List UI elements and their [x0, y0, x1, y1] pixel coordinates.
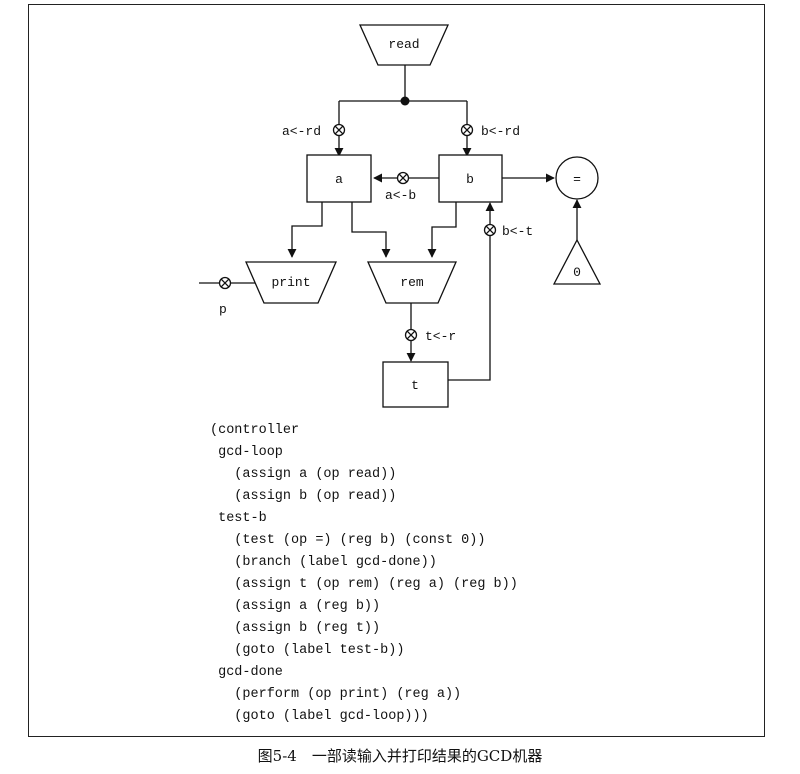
code-line: (goto (label gcd-loop))): [210, 709, 429, 724]
register-b: [438, 154, 503, 203]
button-t-r-label: t<-r: [425, 329, 456, 344]
code-line: (assign b (reg t)): [210, 621, 381, 636]
rem-operation: [367, 261, 457, 304]
read-operation: [358, 24, 450, 66]
code-line: (assign a (op read)): [210, 467, 397, 482]
button-b-t-icon: [483, 223, 497, 237]
controller-code: (controller gcd-loop (assign a (op read)…: [210, 420, 518, 728]
register-t-label: t: [411, 378, 419, 393]
code-line: (goto (label test-b)): [210, 643, 405, 658]
code-line: (perform (op print) (reg a)): [210, 687, 462, 702]
register-a: [306, 154, 372, 203]
button-p-icon: [218, 276, 232, 290]
equal-test-label: =: [573, 172, 581, 187]
figure-frame: [28, 4, 765, 737]
print-label: print: [271, 275, 310, 290]
register-b-label: b: [466, 172, 474, 187]
equal-test: [555, 156, 599, 200]
print-operation: [245, 261, 337, 304]
rem-label: rem: [400, 275, 424, 290]
button-b-rd-label: b<-rd: [481, 124, 520, 139]
code-line: (assign a (reg b)): [210, 599, 381, 614]
button-a-rd-icon: [332, 123, 346, 137]
constant-zero: [552, 238, 602, 285]
register-t: [382, 361, 449, 408]
button-a-b-icon: [396, 171, 410, 185]
junction-dot: [400, 96, 410, 106]
register-a-label: a: [335, 172, 343, 187]
code-line: test-b: [210, 511, 267, 526]
code-line: (branch (label gcd-done)): [210, 555, 437, 570]
figure-caption: 图5-4 一部读输入并打印结果的GCD机器: [257, 747, 543, 765]
button-t-r-icon: [404, 328, 418, 342]
read-label: read: [388, 37, 419, 52]
code-line: (assign t (op rem) (reg a) (reg b)): [210, 577, 518, 592]
code-line: (controller: [210, 423, 300, 438]
code-line: (assign b (op read)): [210, 489, 397, 504]
button-a-b-label: a<-b: [385, 188, 416, 203]
code-line: gcd-done: [210, 665, 283, 680]
button-a-rd-label: a<-rd: [282, 124, 321, 139]
constant-zero-label: 0: [573, 265, 581, 280]
code-line: gcd-loop: [210, 445, 283, 460]
code-line: (test (op =) (reg b) (const 0)): [210, 533, 486, 548]
button-p-label: p: [219, 302, 227, 317]
button-b-rd-icon: [460, 123, 474, 137]
button-b-t-label: b<-t: [502, 224, 533, 239]
gcd-machine-diagram: read a b = 0 print rem t: [199, 24, 602, 408]
